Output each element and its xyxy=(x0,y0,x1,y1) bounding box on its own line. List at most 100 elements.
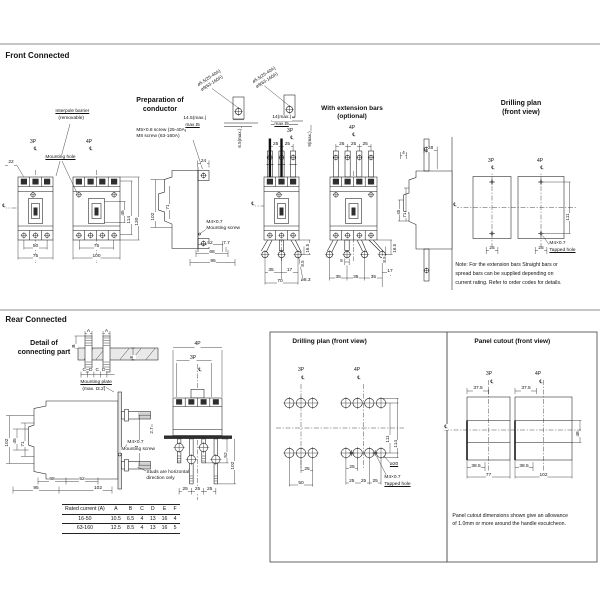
ext-4p-dim-35a: 35 xyxy=(335,274,342,281)
panel-4p-dim-102: 102 xyxy=(539,473,548,480)
mounting-plate-label: Mounting plate xyxy=(80,380,113,387)
table-header-cell: A xyxy=(114,506,118,512)
drill-rear-3p-label: 3P xyxy=(297,366,305,373)
table-cell: 13 xyxy=(149,525,156,531)
drill-rear-tapped-label: Tapped hole xyxy=(384,481,411,488)
detail-connecting-title: Detail of connecting part xyxy=(17,339,71,358)
rear-connected-title: Rear Connected xyxy=(5,315,68,326)
conductor2-maxt5: max.t5 xyxy=(274,121,290,128)
rear-side-dim-102b: 102 xyxy=(93,486,103,493)
detail-dim-d1: D xyxy=(88,368,93,375)
panel-4p-label: 4P xyxy=(534,370,542,377)
rear-m4-screw-label: Mounting screw xyxy=(121,446,156,453)
front-3p-dim-75: 75 xyxy=(32,253,39,260)
panel-3p-dim-38-5: 38.5 xyxy=(470,463,482,470)
detail-dim-a1: A xyxy=(86,328,91,335)
ext-4p-dim-35b: 35 xyxy=(352,274,359,281)
ext-side-dim-28: 28 xyxy=(427,146,434,153)
conductor1-maxt5: max.t5 xyxy=(185,122,201,129)
ext-side-dim-45: 45 xyxy=(395,209,402,215)
ext-4p-centerline-mark: ℄ xyxy=(352,131,356,138)
front-4p-label: 4P xyxy=(85,138,93,145)
drill-rear-4p-dim-25b: 25 xyxy=(360,479,367,486)
ext-3p-dim-8-3: ø8.3 xyxy=(300,277,311,284)
section-divider-lines xyxy=(0,43,600,311)
ext-3p-dim-25b: 25 xyxy=(284,141,291,148)
ext-3p-centerline-left: ℄ xyxy=(251,200,255,207)
rear-back-dim-25a: 25 xyxy=(182,487,189,494)
table-cell: 16-50 xyxy=(78,515,92,522)
drill-front-4p-label: 4P xyxy=(536,158,544,165)
ext-3p-label: 3P xyxy=(286,128,294,135)
front-dim-114: 114 xyxy=(127,215,134,224)
front-4p-view xyxy=(61,160,140,263)
ext-4p-dim-25b: 25 xyxy=(350,141,357,148)
drill-front-3p-centerline-mark: ℄ xyxy=(491,165,495,172)
ext-bars-title: With extension bars (optional) xyxy=(320,105,384,122)
ext-4p-label: 4P xyxy=(348,124,356,131)
conductor1-dim-14-5: 14.5(max.) xyxy=(183,115,207,122)
table-cell: 63-160 xyxy=(76,525,93,531)
screw-spec-label: M5×0.8 screw (25-40A) M8 screw (63-160A) xyxy=(136,128,187,141)
drill-rear-m4-label: M4×0.7 xyxy=(384,474,401,481)
conductor2-dim-14: 14(max.) xyxy=(272,114,292,121)
table-header-cell: D xyxy=(150,506,155,512)
front-4p-centerline-mark: ℄ xyxy=(89,145,93,152)
drill-rear-4p-dim-25: 25 xyxy=(348,464,356,471)
table-cell: 4 xyxy=(173,515,177,522)
drill-front-3p-label: 3P xyxy=(487,158,495,165)
ext-4p-dim-5: 5 xyxy=(339,257,344,264)
panel-3p-dim-37-5: 37.5 xyxy=(472,385,484,392)
rear-back-3p-label: 3P xyxy=(189,354,197,361)
ext-3p-dim-16-5: 16.5 xyxy=(304,242,311,253)
rear-side-view xyxy=(6,391,153,494)
table-cell: 12.5 xyxy=(110,525,121,531)
rear-side-dim-68: 68 xyxy=(48,477,56,484)
drill-front-title: Drilling plan (front view) xyxy=(500,99,542,118)
ext-3p-dim-8-5: 8.5 xyxy=(299,259,306,267)
panel-3p-dim-77: 77 xyxy=(485,473,492,480)
drill-rear-4p-label: 4P xyxy=(353,366,361,373)
front-connected-title: Front Connected xyxy=(5,51,70,62)
front-3p-centerline-mark: ℄ xyxy=(33,145,38,152)
ext-4p-dim-25a: 25 xyxy=(338,141,345,148)
rear-side-dim-71: 71 xyxy=(20,440,27,447)
table-header-cell: B xyxy=(128,506,133,512)
drill-rear-4p-dim-25a: 25 xyxy=(348,479,355,486)
table-cell: 10.5 xyxy=(110,515,121,522)
table-header-cell: E xyxy=(162,506,167,512)
rear-side-dim-95: 95 xyxy=(32,486,40,493)
drill-rear-3p-centerline-mark: ℄ xyxy=(301,374,305,381)
table-header-cell: C xyxy=(140,506,144,512)
table-cell: 16 xyxy=(161,515,168,522)
front-4p-dim-75: 75 xyxy=(93,243,100,250)
side-dim-52: 52 xyxy=(206,240,214,247)
ext-side-dim-4: 4 xyxy=(401,150,406,157)
panel-cutout-title: Panel cutout (front view) xyxy=(474,338,551,347)
ext-4p-dim-25c: 25 xyxy=(362,141,369,148)
panel-3p-label: 3P xyxy=(485,370,493,377)
side-dim-95: 95 xyxy=(209,258,217,265)
drill-rear-dia-20: ø20 xyxy=(389,461,399,468)
rear-side-dim-2-7: 2.7 xyxy=(148,426,155,434)
front-3p-dim-50: 50 xyxy=(32,243,39,250)
drill-rear-dim-111: 111 xyxy=(386,434,393,443)
detail-dim-c1: C xyxy=(82,368,87,375)
panel-3p-centerline-mark: ℄ xyxy=(490,378,494,385)
extension-bars-note: Note: For the extension bars Straight ba… xyxy=(455,261,562,289)
rear-back-dim-52: 52 xyxy=(223,451,230,458)
ext-3p-centerline-mark: ℄ xyxy=(290,135,294,142)
drill-rear-dim-114: 114 xyxy=(393,439,401,448)
front-4p-dim-100: 100 xyxy=(92,253,101,260)
ext-bars-3p-view xyxy=(251,138,311,285)
ext-bars-4p-view xyxy=(324,144,393,287)
table-cell: 4 xyxy=(140,515,144,522)
detail-dim-d2: D xyxy=(101,368,106,375)
table-cell: 4 xyxy=(140,525,144,531)
side-dim-24: 24 xyxy=(200,159,207,166)
detail-dim-a2: A xyxy=(104,328,109,335)
